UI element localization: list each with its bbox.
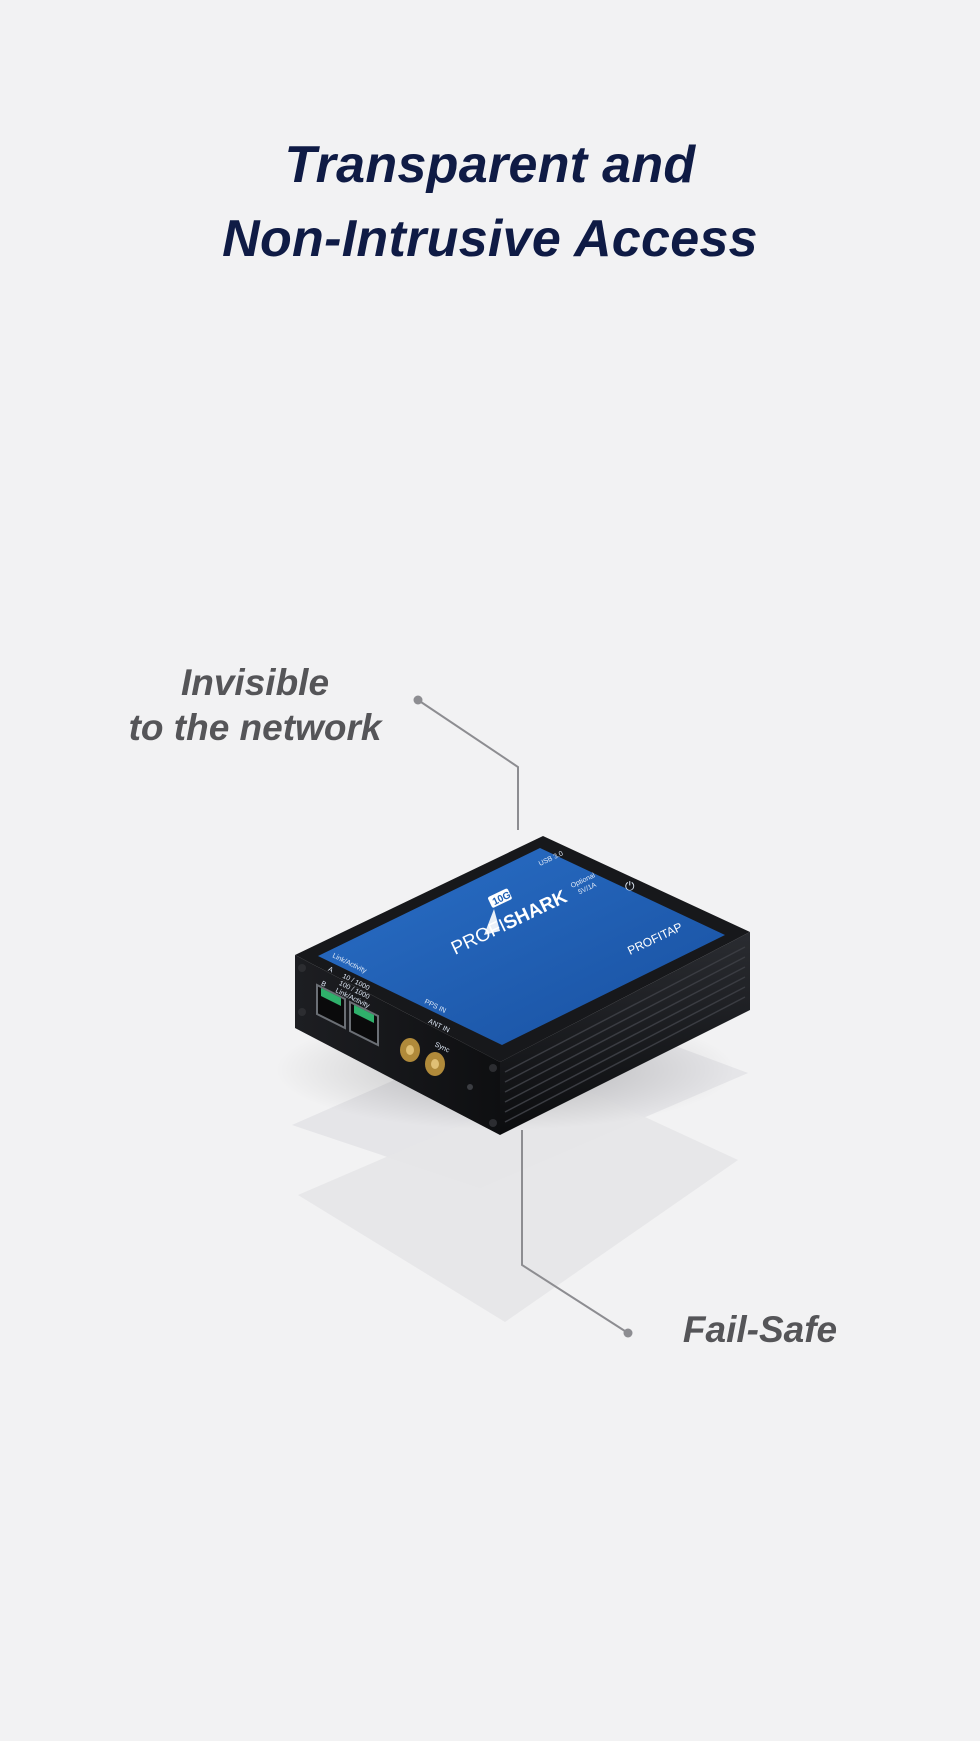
callout-invisible-line-2: to the network [128, 707, 382, 748]
shark-fin-icon [484, 909, 500, 935]
screw [298, 964, 306, 972]
callout-failsafe: Fail-Safe [682, 1309, 838, 1350]
sma-connector-pps [400, 1038, 420, 1062]
headline-line-1: Transparent and [284, 136, 696, 194]
device-top-face [318, 848, 725, 1045]
screw [298, 1008, 306, 1016]
rj45-port-a [316, 983, 346, 1030]
device-side-face [500, 932, 750, 1135]
leader-line-failsafe [521, 1130, 633, 1338]
device-front-face [295, 955, 500, 1135]
callout-invisible: Invisible to the network [100, 660, 410, 750]
label-port-a: A [327, 966, 335, 974]
device-cooling-fins [504, 946, 746, 1123]
floor-plane-lower [298, 1080, 738, 1322]
headline: Transparent and Non-Intrusive Access [0, 128, 980, 276]
sma-connector-ant [425, 1052, 445, 1076]
leader-dot-invisible [413, 695, 423, 705]
screw [489, 1119, 497, 1127]
sync-port [467, 1084, 473, 1090]
screw [489, 1064, 497, 1072]
headline-line-2: Non-Intrusive Access [222, 210, 758, 268]
label-port-b: B [320, 980, 328, 988]
rj45-port-b [349, 1000, 379, 1047]
profishark-device: PROFI SHARK 10G PROFITAP USB 3.0 Optiona… [295, 836, 750, 1135]
leader-line-invisible [413, 695, 519, 830]
power-icon: ⏻ [625, 879, 635, 893]
leader-dot-failsafe [623, 1328, 633, 1338]
callout-invisible-line-1: Invisible [180, 662, 330, 703]
